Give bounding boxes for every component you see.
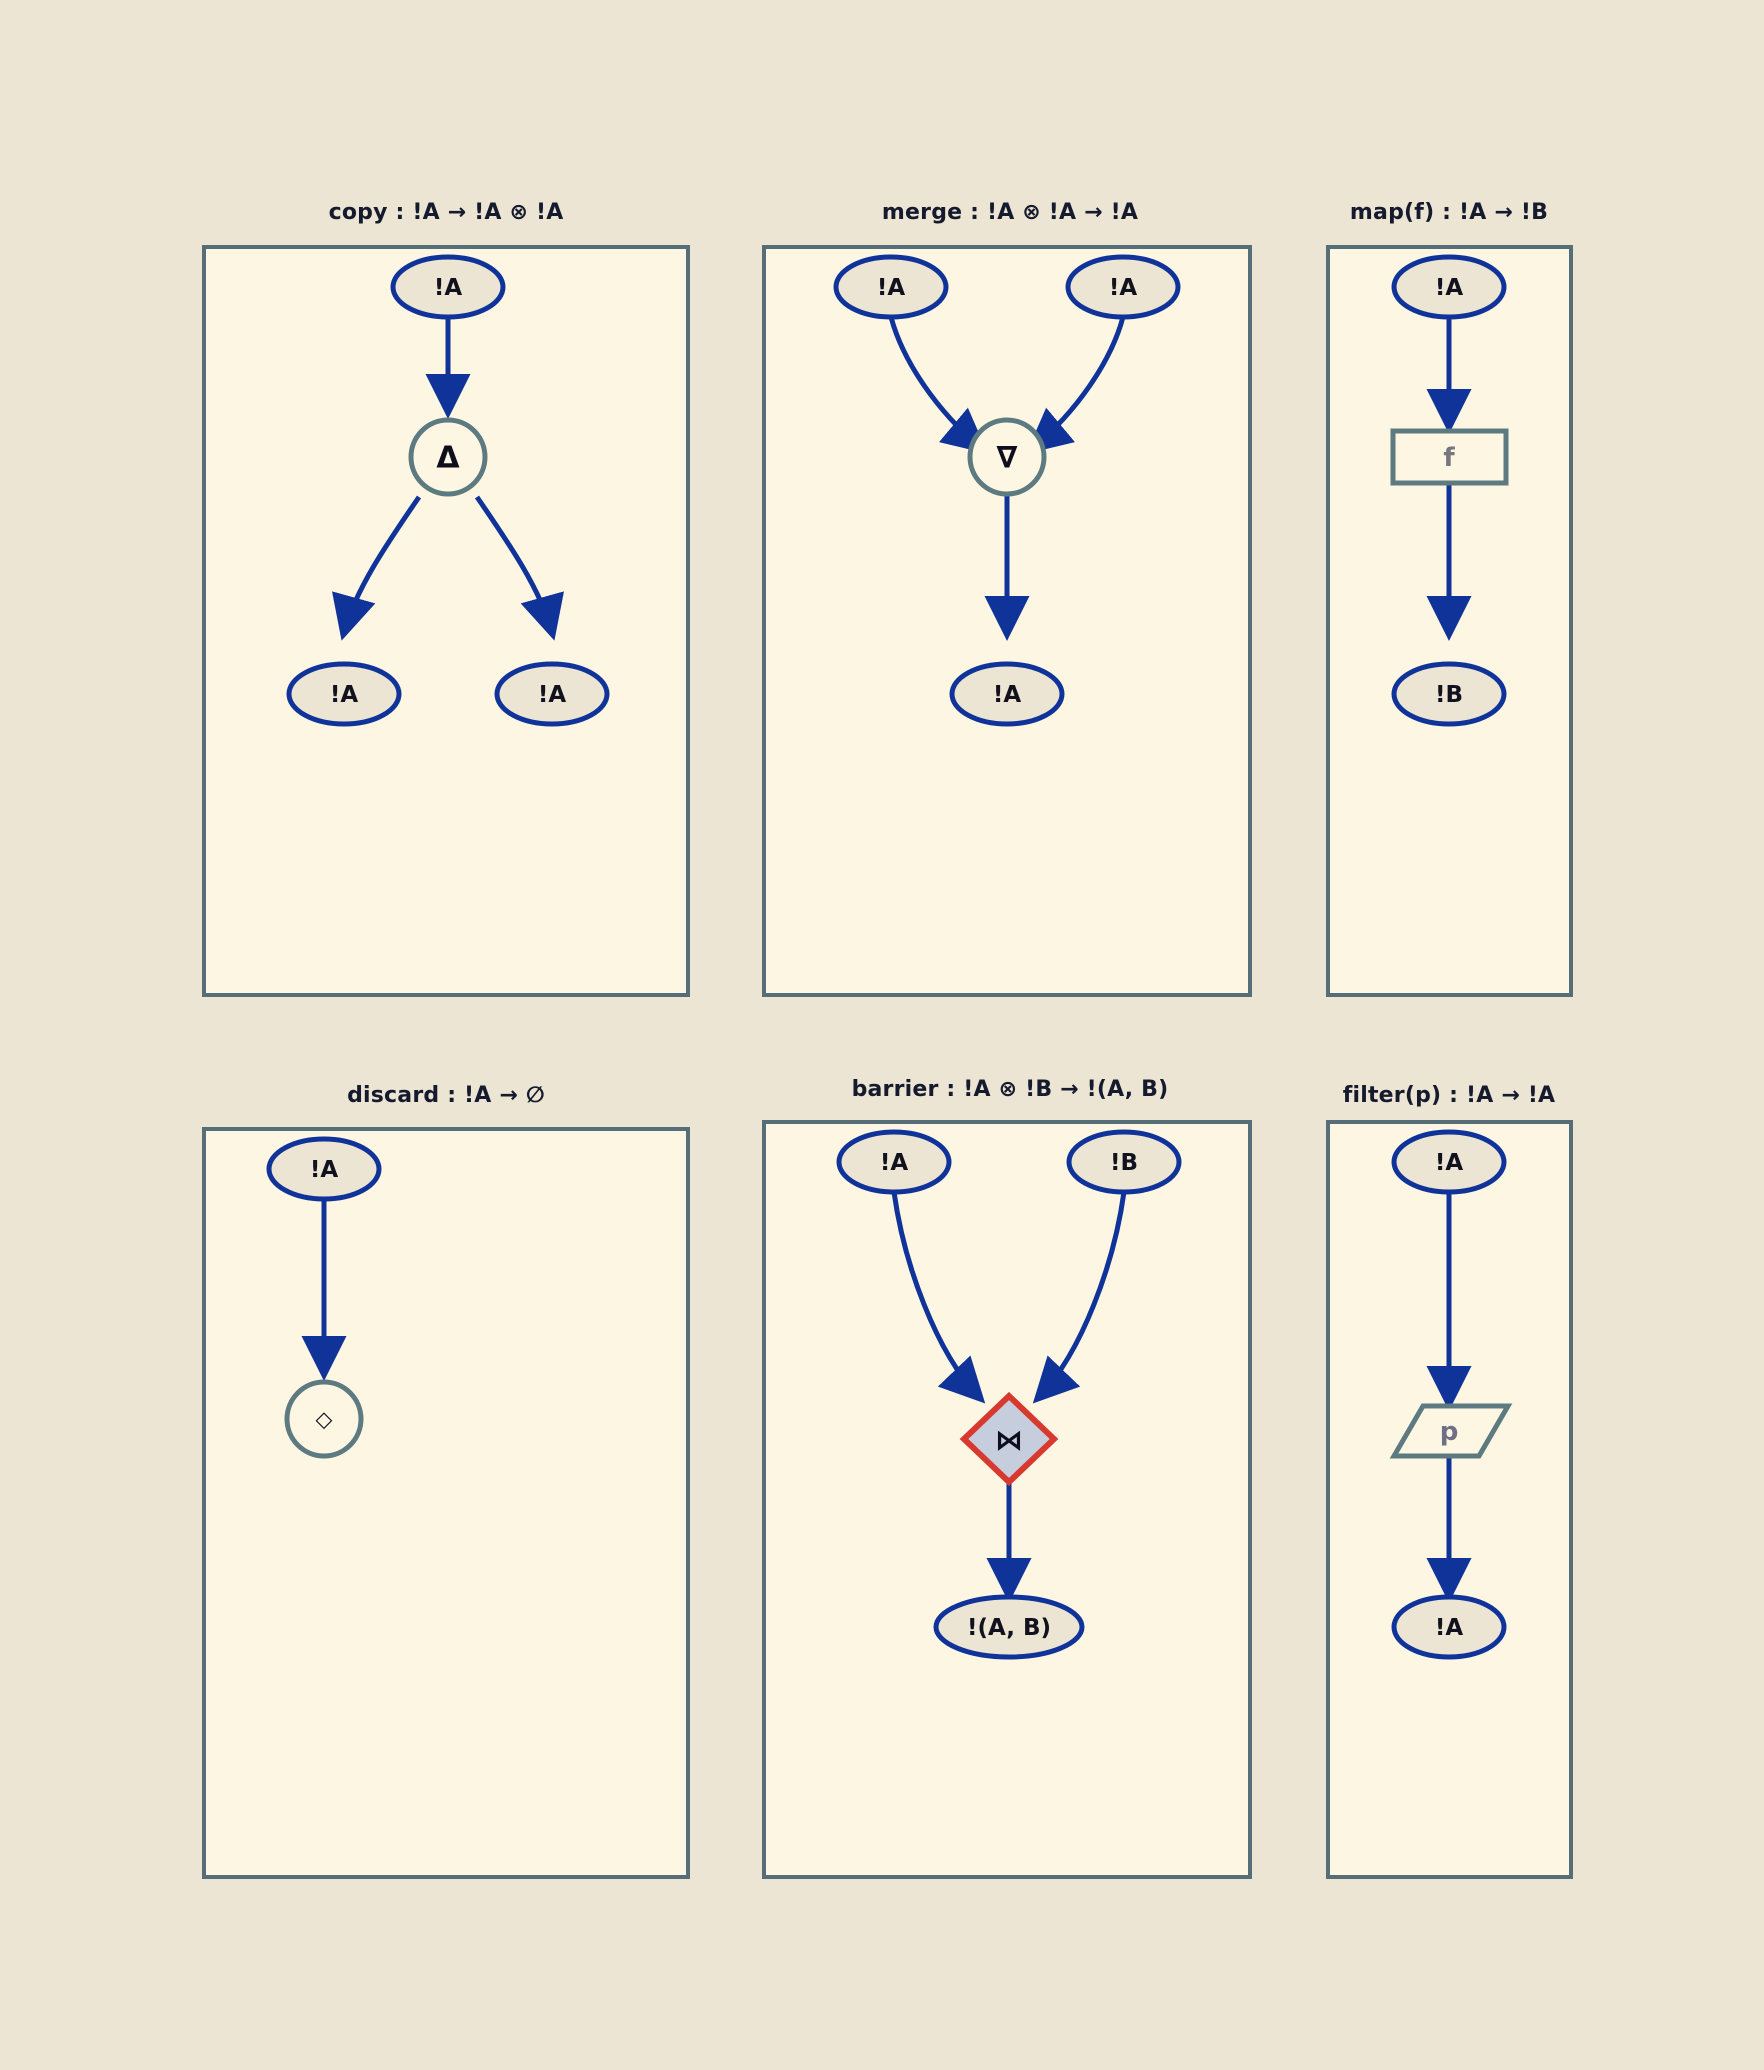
node-label: p bbox=[1440, 1417, 1459, 1447]
node-label: Δ bbox=[436, 441, 460, 476]
node-label: !A bbox=[330, 682, 358, 708]
node-label: !A bbox=[1435, 275, 1463, 301]
node-ellipse-in2[interactable]: !A bbox=[1065, 254, 1181, 320]
node-label: !A bbox=[880, 1150, 908, 1176]
edge-in2-to-op bbox=[1026, 316, 1126, 454]
node-ellipse-in[interactable]: !A bbox=[1391, 1129, 1507, 1195]
node-op-barrier-join[interactable]: ⋈ bbox=[959, 1391, 1059, 1487]
node-op-f-box[interactable]: f bbox=[1390, 428, 1509, 486]
node-label: !B bbox=[1110, 1150, 1138, 1176]
panel-merge-graph: !A !A ∇ !A bbox=[833, 254, 1181, 727]
panel-map: !A f !B bbox=[1326, 245, 1573, 997]
node-label: !B bbox=[1435, 682, 1463, 708]
panel-title-filter: filter(p) : !A → !A bbox=[1342, 1083, 1556, 1108]
panel-title-barrier: barrier : !A ⊗ !B → !(A, B) bbox=[851, 1077, 1169, 1102]
panel-map-graph: !A f !B bbox=[1390, 254, 1509, 727]
node-label: !A bbox=[877, 275, 905, 301]
panel-title-map: map(f) : !A → !B bbox=[1349, 200, 1549, 225]
panel-merge: !A !A ∇ !A bbox=[762, 245, 1252, 997]
panel-copy: !A Δ !A !A bbox=[202, 245, 690, 997]
edge-in2-to-op bbox=[1032, 1191, 1127, 1404]
node-label: !A bbox=[993, 682, 1021, 708]
panel-barrier: !A !B ⋈ !(A, B) bbox=[762, 1120, 1252, 1879]
node-label: ◇ bbox=[316, 1408, 333, 1433]
panel-discard-graph: !A ◇ bbox=[266, 1136, 382, 1459]
node-label: !A bbox=[310, 1157, 338, 1183]
node-op-discard[interactable]: ◇ bbox=[284, 1379, 364, 1459]
node-ellipse-in1[interactable]: !A bbox=[833, 254, 949, 320]
node-ellipse-in[interactable]: !A bbox=[390, 254, 506, 320]
node-op-nabla[interactable]: ∇ bbox=[967, 417, 1047, 497]
panel-filter: !A p !A bbox=[1326, 1120, 1573, 1879]
node-label: !A bbox=[1435, 1615, 1463, 1641]
node-op-predicate[interactable]: p bbox=[1389, 1403, 1513, 1459]
edge-in1-to-op bbox=[888, 316, 988, 454]
panel-barrier-graph: !A !B ⋈ !(A, B) bbox=[836, 1129, 1182, 1660]
panel-filter-graph: !A p !A bbox=[1389, 1129, 1513, 1660]
node-label: !A bbox=[538, 682, 566, 708]
panel-title-copy: copy : !A → !A ⊗ !A bbox=[328, 200, 564, 225]
node-ellipse-in[interactable]: !A bbox=[1391, 254, 1507, 320]
node-ellipse-out[interactable]: !A bbox=[1391, 1594, 1507, 1660]
panel-title-merge: merge : !A ⊗ !A → !A bbox=[881, 200, 1139, 225]
node-op-delta[interactable]: Δ bbox=[408, 417, 488, 497]
edge-op-to-out2 bbox=[474, 495, 564, 641]
node-ellipse-in1[interactable]: !A bbox=[836, 1129, 952, 1195]
node-label: !A bbox=[1109, 275, 1137, 301]
node-ellipse-out1[interactable]: !A bbox=[286, 661, 402, 727]
edge-op-to-out1 bbox=[332, 495, 422, 641]
node-ellipse-in[interactable]: !A bbox=[266, 1136, 382, 1202]
node-label: !A bbox=[1435, 1150, 1463, 1176]
node-ellipse-out[interactable]: !A bbox=[949, 661, 1065, 727]
node-label: f bbox=[1443, 443, 1455, 473]
node-label: !A bbox=[434, 275, 462, 301]
panel-copy-graph: !A Δ !A !A bbox=[286, 254, 610, 727]
panel-discard: !A ◇ bbox=[202, 1127, 690, 1879]
node-label: ⋈ bbox=[995, 1424, 1023, 1457]
edge-in1-to-op bbox=[891, 1191, 986, 1404]
node-ellipse-out[interactable]: !(A, B) bbox=[933, 1594, 1085, 1660]
node-ellipse-in2[interactable]: !B bbox=[1066, 1129, 1182, 1195]
node-label: ∇ bbox=[997, 441, 1018, 476]
node-label: !(A, B) bbox=[967, 1615, 1051, 1641]
node-ellipse-out[interactable]: !B bbox=[1391, 661, 1507, 727]
panel-title-discard: discard : !A → ∅ bbox=[347, 1083, 545, 1108]
node-ellipse-out2[interactable]: !A bbox=[494, 661, 610, 727]
